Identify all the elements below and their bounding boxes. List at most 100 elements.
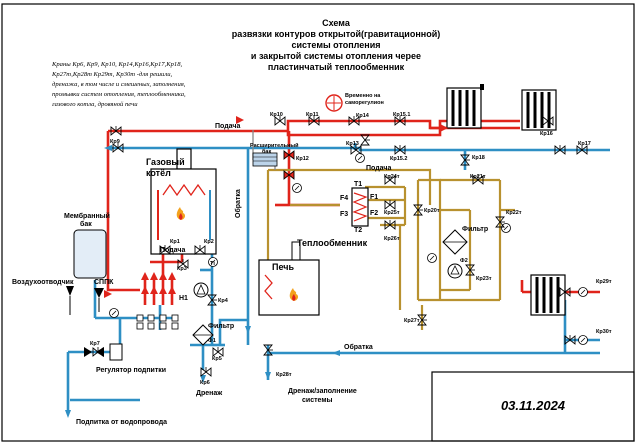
gauge-2 — [427, 253, 437, 263]
supply-arrows — [104, 116, 448, 298]
svg-text:Кр12: Кр12 — [296, 156, 309, 162]
svg-text:Кр26т: Кр26т — [384, 236, 400, 242]
supply-label-top: Подача — [215, 123, 240, 130]
svg-text:Н1: Н1 — [179, 295, 188, 302]
svg-text:Кр17: Кр17 — [578, 141, 591, 147]
membrane-label-2: бак — [80, 220, 92, 228]
svg-text:Кр23т: Кр23т — [476, 276, 492, 282]
svg-text:Кр3: Кр3 — [177, 266, 187, 272]
valve-tags: Кр1 Кр2 Кр3 Кр4 Кр5 Кр6 Кр7 Кр9 Кр10 Кр1… — [90, 112, 612, 386]
return-pipes — [66, 143, 610, 412]
gas-boiler — [150, 148, 217, 255]
return-arrows — [65, 145, 340, 418]
boiler-label-2: котёл — [146, 168, 171, 178]
feed-regulator — [84, 343, 123, 361]
svg-text:Кр24т: Кр24т — [384, 174, 400, 180]
filter-f1 — [192, 324, 214, 346]
exp-tank-label-2: бак — [262, 148, 271, 155]
svg-text:Схема: Схема — [322, 18, 351, 28]
diagram-title: Схема развязки контуров открытой(гравита… — [232, 18, 441, 72]
drain-fill-label-1: Дренаж/заполнение — [288, 388, 357, 395]
stove-label: Печь — [272, 262, 294, 272]
gauge-1 — [292, 183, 302, 193]
svg-text:Кр30т: Кр30т — [596, 329, 612, 335]
svg-text:Кр21т: Кр21т — [470, 174, 486, 180]
svg-text:Кр22т: Кр22т — [506, 210, 522, 216]
supply-label-mid: Подача — [366, 165, 391, 172]
gauge-8 — [578, 335, 588, 345]
component-tags: Н1 Ф1 Ф2 Тi Т1 Т2 F3 F4 F1 F2 — [179, 181, 468, 344]
heat-exchanger-label: Теплообменник — [297, 238, 368, 248]
thermo-note-2: саморегулион — [345, 100, 384, 106]
svg-text:Кр18: Кр18 — [472, 155, 485, 161]
svg-text:пластинчатый теплообменник: пластинчатый теплообменник — [268, 62, 405, 72]
svg-text:Тi: Тi — [210, 261, 215, 267]
svg-text:Кр7: Кр7 — [90, 341, 100, 347]
filter-f2 — [442, 229, 468, 279]
regulator-label: Регулятор подпитки — [96, 367, 166, 374]
svg-text:Кр6: Кр6 — [200, 380, 210, 386]
return-label-vertical: Обратка — [234, 189, 242, 218]
svg-text:F2: F2 — [370, 210, 378, 217]
svg-text:Кр15.2: Кр15.2 — [390, 156, 407, 162]
gauge-6 — [109, 308, 119, 318]
svg-text:Кр13: Кр13 — [346, 141, 359, 147]
svg-text:Кр28т: Кр28т — [276, 372, 292, 378]
svg-text:Кр2: Кр2 — [204, 239, 214, 245]
valve-note: Краны Кр6, Кр9, Кр10, Кр14,Кр16,Кр17,Кр1… — [51, 61, 186, 108]
boiler-label-1: Газовый — [146, 157, 185, 167]
svg-text:Кр27т: Кр27т — [404, 318, 420, 324]
svg-text:и закрытой системы отопления ч: и закрытой системы отопления черее — [251, 51, 421, 61]
diagram-date: 03.11.2024 — [501, 398, 566, 413]
svg-text:F4: F4 — [340, 195, 348, 202]
expansion-tank — [252, 152, 278, 167]
wood-stove — [258, 241, 320, 316]
svg-text:Кр4: Кр4 — [218, 298, 229, 304]
svg-text:Краны Кр6, Кр9, Кр10, Кр14,Кр1: Краны Кр6, Кр9, Кр10, Кр14,Кр16,Кр17,Кр1… — [51, 61, 182, 68]
gauge-4 — [355, 153, 365, 163]
thermo-note-1: Временно на — [345, 93, 381, 99]
svg-text:промывки систем отопления, теп: промывки систем отопления, теплообменник… — [52, 91, 186, 98]
svg-text:Кр25т: Кр25т — [384, 210, 400, 216]
svg-text:развязки контуров открытой(гра: развязки контуров открытой(гравитационно… — [232, 29, 441, 39]
heat-exchanger — [351, 187, 369, 227]
svg-text:F3: F3 — [340, 211, 348, 218]
svg-text:Кр16: Кр16 — [540, 131, 553, 137]
exp-tank-label-1: Расширительный — [250, 142, 298, 149]
feed-label: Подпитка от водопровода — [76, 419, 167, 426]
svg-text:F1: F1 — [370, 194, 378, 201]
svg-text:газового котла, дровяной печи: газового котла, дровяной печи — [52, 101, 138, 108]
svg-text:Кр27т,Кр28т Кр29т, Кр30т -для: Кр27т,Кр28т Кр29т, Кр30т -для решили, — [51, 71, 172, 78]
supply-label-boiler: Подача — [160, 247, 185, 254]
svg-text:Кр14: Кр14 — [356, 113, 370, 119]
date-box — [431, 371, 635, 442]
filter-label-1: Фильтр — [208, 323, 234, 330]
svg-text:Кр9: Кр9 — [110, 139, 120, 145]
svg-text:Т2: Т2 — [354, 227, 362, 234]
filter-label-2: Фильтр — [462, 226, 488, 233]
drain-label: Дренаж — [196, 390, 223, 397]
svg-text:Кр20т: Кр20т — [424, 208, 440, 214]
svg-text:Кр29т: Кр29т — [596, 279, 612, 285]
svg-text:Кр11: Кр11 — [306, 112, 319, 118]
drain-fill-label-2: системы — [302, 397, 332, 404]
svg-text:Кр10: Кр10 — [270, 112, 283, 118]
return-label-low: Обратка — [344, 343, 373, 351]
sppk-label: СППК — [94, 279, 114, 286]
pump-h1 — [193, 282, 209, 298]
svg-text:Ф2: Ф2 — [460, 258, 468, 264]
svg-text:системы отопления: системы отопления — [291, 40, 380, 50]
sppk-valve — [94, 288, 104, 312]
svg-text:Кр1: Кр1 — [170, 239, 180, 245]
secondary-pipes — [266, 168, 515, 330]
radiator-1 — [445, 86, 483, 130]
radiator-2 — [520, 88, 558, 132]
svg-text:Кр5: Кр5 — [212, 356, 222, 362]
air-vent-label: Воздухоотводчик — [12, 279, 74, 286]
membrane-tank — [73, 229, 107, 279]
svg-text:Кр15.1: Кр15.1 — [393, 112, 410, 118]
air-vent — [66, 286, 74, 315]
svg-text:дренажа, в том числе и смешены: дренажа, в том числе и смешеных, заполне… — [52, 81, 186, 88]
svg-text:Ф1: Ф1 — [208, 338, 216, 344]
